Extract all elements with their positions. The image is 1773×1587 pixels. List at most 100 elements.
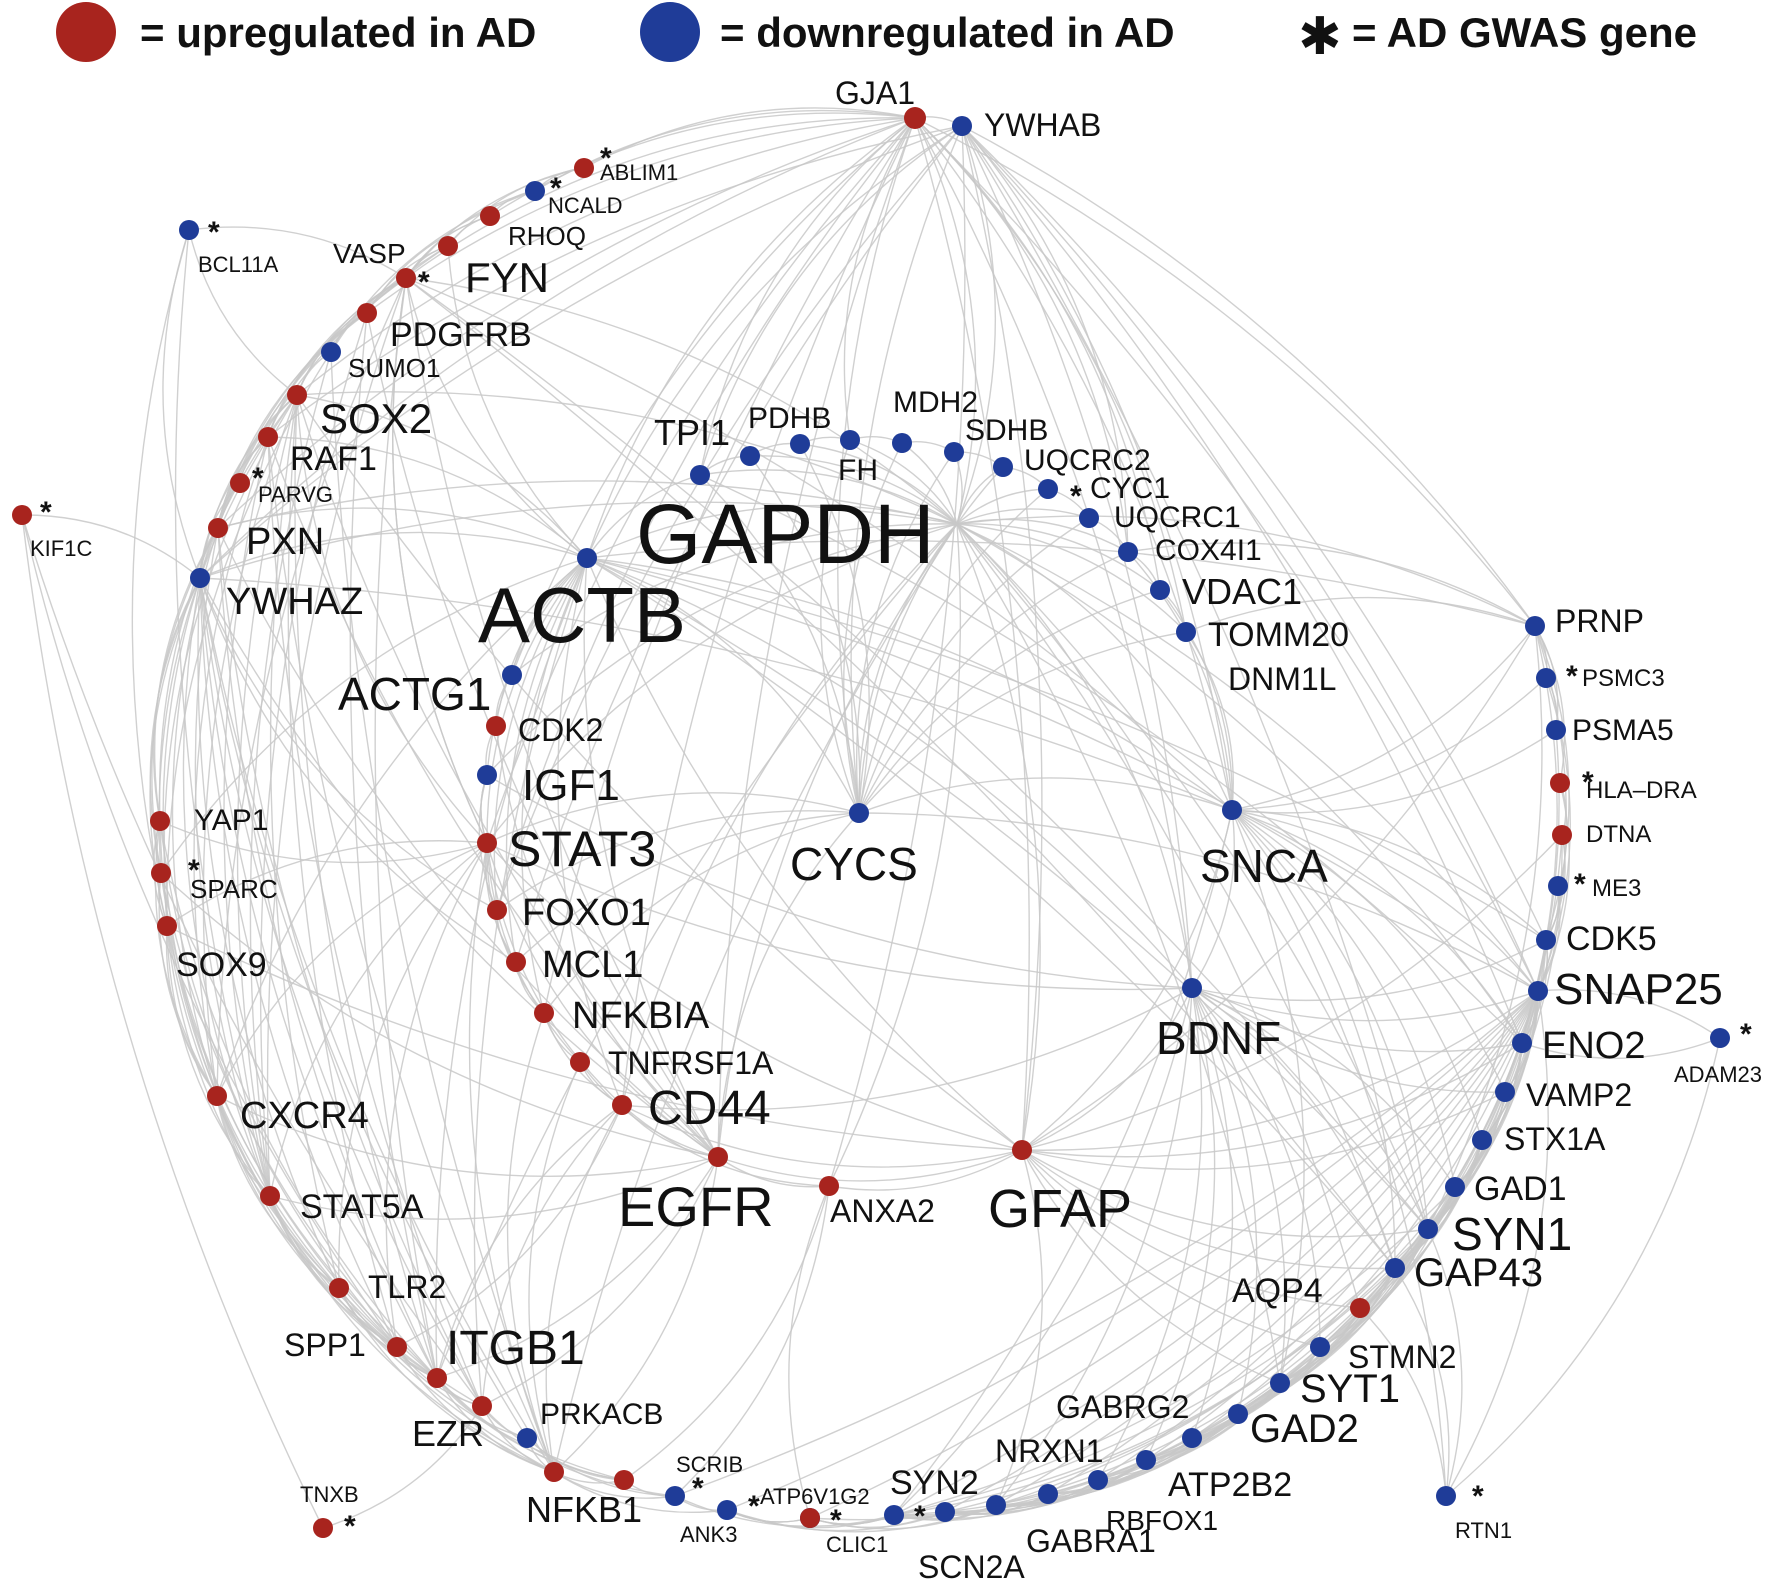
node-gap43[interactable]: GAP43 xyxy=(1385,1251,1543,1295)
node-dot-ezr[interactable] xyxy=(472,1396,492,1416)
node-dtna[interactable]: DTNA xyxy=(1552,821,1651,848)
node-dot-cd44[interactable] xyxy=(612,1095,632,1115)
node-dot-atp6v1g2[interactable] xyxy=(800,1508,820,1528)
node-dot-tnfrsf1a[interactable] xyxy=(570,1052,590,1072)
node-parvg[interactable]: PARVG* xyxy=(230,462,333,507)
node-vamp2[interactable]: VAMP2 xyxy=(1495,1077,1632,1113)
node-dot-yap1[interactable] xyxy=(150,811,170,831)
node-uqcrc1[interactable]: UQCRC1 xyxy=(1038,479,1241,534)
node-dot-aqp4[interactable] xyxy=(1350,1298,1370,1318)
node-dot-gad1[interactable] xyxy=(1445,1177,1465,1197)
node-dot-itgb1[interactable] xyxy=(427,1368,447,1388)
node-dot-uqcrc1[interactable] xyxy=(1038,479,1058,499)
node-dot-cyc1[interactable] xyxy=(993,457,1013,477)
node-gapdh[interactable]: GAPDH xyxy=(636,487,935,581)
node-cd44[interactable]: CD44 xyxy=(612,1082,771,1135)
node-rbfox1[interactable]: RBFOX1 xyxy=(1038,1484,1218,1536)
node-cxcr4[interactable]: CXCR4 xyxy=(207,1086,369,1137)
node-dot-cdk5[interactable] xyxy=(1536,930,1556,950)
node-gja1[interactable]: GJA1 xyxy=(835,75,926,129)
node-dot-tomm20[interactable] xyxy=(1150,580,1170,600)
node-dot-vasp[interactable] xyxy=(438,236,458,256)
node-mdh2[interactable]: MDH2 xyxy=(840,386,978,450)
node-ncald[interactable]: NCALD* xyxy=(525,172,623,218)
node-yap1[interactable]: YAP1 xyxy=(150,804,269,837)
node-dot-rtn1[interactable] xyxy=(1436,1486,1456,1506)
node-syt1[interactable]: SYT1 xyxy=(1270,1367,1400,1411)
node-dot-sox2[interactable] xyxy=(287,385,307,405)
node-dot-tlr2[interactable] xyxy=(329,1278,349,1298)
node-scn2a[interactable]: SCN2A xyxy=(918,1502,1025,1585)
node-gabra1[interactable]: GABRA1 xyxy=(986,1495,1156,1559)
node-dot-mcl1[interactable] xyxy=(506,952,526,972)
node-hla-dra[interactable]: HLA–DRA* xyxy=(1550,766,1697,804)
node-dot-mdh2[interactable] xyxy=(840,430,860,450)
node-dot-sdhb[interactable] xyxy=(892,433,912,453)
node-dot-gja1[interactable] xyxy=(904,107,926,129)
node-dot-foxo1[interactable] xyxy=(487,900,507,920)
node-dot-ank3[interactable] xyxy=(717,1500,737,1520)
node-atp2b2[interactable]: ATP2B2 xyxy=(1088,1466,1292,1504)
node-dot-gfap[interactable] xyxy=(1012,1140,1032,1160)
node-dot-stat5a[interactable] xyxy=(260,1186,280,1206)
node-bcl11a[interactable]: BCL11A* xyxy=(179,216,279,277)
node-ank3[interactable]: ANK3* xyxy=(680,1490,760,1547)
node-dot-prkacb[interactable] xyxy=(517,1428,537,1448)
node-dot-scrib[interactable] xyxy=(665,1486,685,1506)
node-dot-nrxn1[interactable] xyxy=(1136,1450,1156,1470)
node-pxn[interactable]: PXN xyxy=(208,518,324,563)
node-dot-fyn[interactable] xyxy=(396,268,416,288)
node-tnxb[interactable]: TNXB* xyxy=(300,1482,359,1543)
node-dot-syn1[interactable] xyxy=(1418,1219,1438,1239)
node-dot-uqcrc2[interactable] xyxy=(944,442,964,462)
node-itgb1[interactable]: ITGB1 xyxy=(427,1322,585,1388)
node-atp6v1g2[interactable]: ATP6V1G2* xyxy=(760,1484,870,1537)
node-dot-syt1[interactable] xyxy=(1270,1373,1290,1393)
node-fh[interactable]: FH xyxy=(790,434,878,487)
node-sox9[interactable]: SOX9 xyxy=(157,916,267,984)
node-dot-sox9[interactable] xyxy=(157,916,177,936)
node-dot-ywhaz[interactable] xyxy=(190,568,210,588)
node-dot-pxn[interactable] xyxy=(208,518,228,538)
node-syn2[interactable]: SYN2 xyxy=(884,1464,979,1525)
node-dot-cox4i1[interactable] xyxy=(1079,508,1099,528)
node-dot-ywhab[interactable] xyxy=(952,116,972,136)
node-stmn2[interactable]: STMN2 xyxy=(1310,1337,1456,1375)
node-stat5a[interactable]: STAT5A xyxy=(260,1186,424,1226)
node-adam23[interactable]: ADAM23* xyxy=(1674,1018,1762,1087)
node-snap25[interactable]: SNAP25 xyxy=(1528,965,1723,1014)
node-dot-syn2[interactable] xyxy=(884,1505,904,1525)
node-stat3[interactable]: STAT3 xyxy=(477,821,656,877)
node-dot-anxa2[interactable] xyxy=(819,1176,839,1196)
node-prkacb[interactable]: PRKACB xyxy=(517,1398,663,1448)
node-fyn[interactable]: FYN* xyxy=(396,254,549,301)
node-dot-actb[interactable] xyxy=(577,548,597,568)
node-dot-tpi1[interactable] xyxy=(690,465,710,485)
node-dot-ncald[interactable] xyxy=(525,181,545,201)
node-dot-gap43[interactable] xyxy=(1385,1258,1405,1278)
node-igf1[interactable]: IGF1 xyxy=(477,761,620,810)
node-dot-bcl11a[interactable] xyxy=(179,220,199,240)
node-dot-gad2[interactable] xyxy=(1228,1404,1248,1424)
node-sox2[interactable]: SOX2 xyxy=(287,385,432,442)
node-sdhb[interactable]: SDHB xyxy=(892,414,1048,453)
node-rhoq[interactable]: RHOQ xyxy=(480,206,586,251)
node-dot-stat3[interactable] xyxy=(477,833,497,853)
node-dot-raf1[interactable] xyxy=(258,427,278,447)
node-egfr[interactable]: EGFR xyxy=(618,1147,774,1238)
node-dot-rbfox1[interactable] xyxy=(1038,1484,1058,1504)
node-dot-kif1c[interactable] xyxy=(12,505,32,525)
node-ywhaz[interactable]: YWHAZ xyxy=(190,568,363,623)
node-dot-fh[interactable] xyxy=(790,434,810,454)
node-tlr2[interactable]: TLR2 xyxy=(329,1269,446,1305)
node-dot-cxcr4[interactable] xyxy=(207,1086,227,1106)
node-spp1[interactable]: SPP1 xyxy=(284,1327,407,1363)
node-dot-hla-dra[interactable] xyxy=(1550,773,1570,793)
node-dot-eno2[interactable] xyxy=(1512,1033,1532,1053)
node-gad1[interactable]: GAD1 xyxy=(1445,1170,1567,1208)
node-dot-nfkbia[interactable] xyxy=(534,1003,554,1023)
node-dot-vdac1[interactable] xyxy=(1118,542,1138,562)
node-actb[interactable]: ACTB xyxy=(478,548,686,659)
node-dot-igf1[interactable] xyxy=(477,765,497,785)
node-aqp4[interactable]: AQP4 xyxy=(1232,1272,1370,1318)
